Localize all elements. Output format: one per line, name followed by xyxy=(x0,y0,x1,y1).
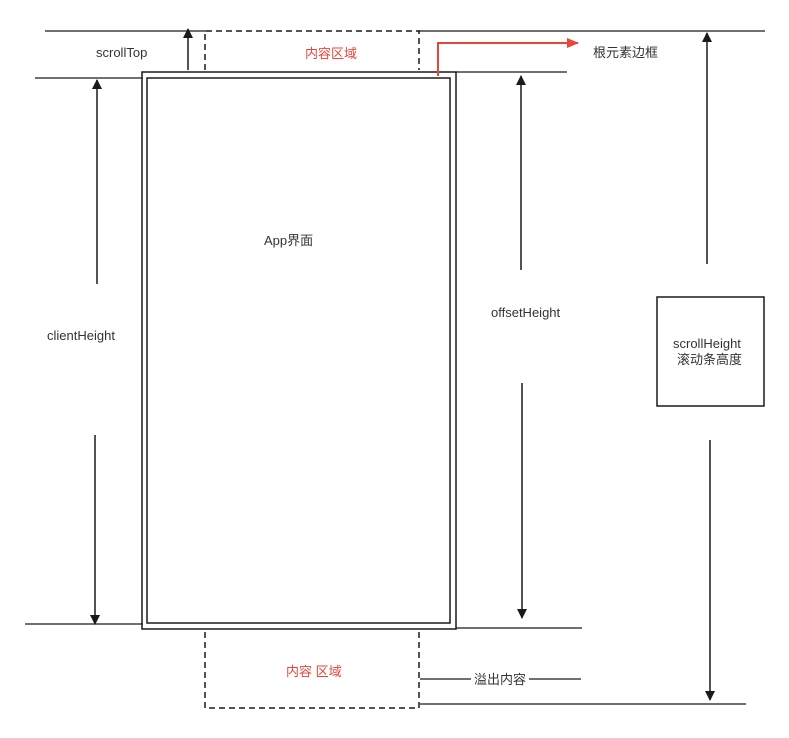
content-area-bottom-box xyxy=(204,632,420,709)
content-area-top-box xyxy=(204,30,420,70)
root-element-outer-border xyxy=(141,71,457,630)
reference-lines xyxy=(25,30,765,705)
scroll-height-subtitle: 滚动条高度 xyxy=(677,352,742,367)
client-height-label: clientHeight xyxy=(47,328,115,343)
scroll-top-label: scrollTop xyxy=(96,45,147,60)
offset-height-label: offsetHeight xyxy=(491,305,561,320)
scroll-height-label: scrollHeight xyxy=(673,336,741,351)
content-area-top-label: 内容区域 xyxy=(305,46,357,61)
scroll-height-box xyxy=(656,296,765,407)
app-ui-label: App界面 xyxy=(264,233,313,248)
root-border-pointer-arrow xyxy=(437,38,579,76)
overflow-label-background xyxy=(471,670,529,688)
root-element-inner-border xyxy=(146,77,451,624)
content-area-bottom-label: 内容 区域 xyxy=(286,664,342,679)
root-border-label: 根元素边框 xyxy=(593,45,658,60)
overflow-content-label: 溢出内容 xyxy=(474,672,526,687)
